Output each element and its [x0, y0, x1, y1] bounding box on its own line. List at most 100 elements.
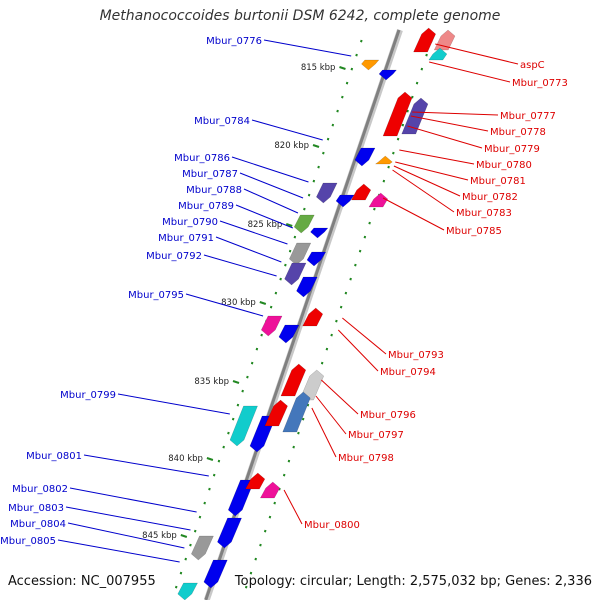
- forward-gene: [229, 405, 258, 447]
- kbp-tick-label: 815 kbp: [301, 63, 336, 73]
- reverse-gene-label: Mbur_0781: [470, 176, 526, 187]
- track-dot: [297, 431, 300, 435]
- track-dot: [236, 403, 240, 407]
- forward-gene-label: Mbur_0790: [162, 217, 218, 228]
- track-dot: [255, 347, 259, 351]
- kbp-tick-label: 820 kbp: [274, 141, 309, 151]
- track-dot: [269, 305, 273, 309]
- forward-gene-label: Mbur_0799: [60, 390, 116, 401]
- track-dot: [227, 431, 230, 435]
- track-dot: [415, 81, 419, 85]
- track-dot: [425, 53, 428, 57]
- track-dot: [179, 571, 183, 575]
- track-dot: [288, 249, 292, 253]
- track-dot: [241, 389, 244, 393]
- reverse-gene-label: Mbur_0798: [338, 453, 394, 464]
- reverse-gene: [413, 27, 436, 53]
- forward-gene: [293, 214, 315, 234]
- track-dot: [203, 501, 206, 505]
- track-dot: [279, 277, 282, 281]
- track-dot: [282, 473, 286, 477]
- track-dot: [198, 515, 202, 519]
- reverse-gene: [282, 391, 311, 433]
- forward-gene: [296, 276, 318, 298]
- track-dot: [336, 109, 339, 113]
- forward-gene-label: Mbur_0784: [194, 116, 250, 127]
- kbp-tick-label: 840 kbp: [168, 454, 203, 464]
- track-dot: [387, 165, 390, 169]
- forward-leader-line: [263, 39, 352, 57]
- reverse-gene: [259, 481, 281, 499]
- topology-text: Topology: circular; Length: 2,575,032 bp…: [234, 574, 592, 589]
- reverse-gene: [428, 47, 448, 61]
- reverse-gene: [382, 91, 413, 137]
- track-dot: [350, 67, 354, 71]
- reverse-leader-line: [429, 61, 511, 83]
- track-dot: [287, 459, 291, 463]
- forward-gene-label: Mbur_0805: [0, 536, 56, 547]
- forward-gene: [306, 251, 327, 267]
- track-dot: [250, 361, 254, 365]
- track-dot: [254, 557, 257, 561]
- track-dot: [335, 319, 338, 323]
- track-dot: [360, 39, 363, 43]
- reverse-gene-label: Mbur_0796: [360, 410, 416, 421]
- track-dot: [303, 207, 306, 211]
- reverse-gene-label: Mbur_0793: [388, 350, 444, 361]
- reverse-leader-line: [410, 115, 489, 132]
- reverse-gene: [264, 399, 288, 427]
- track-dot: [263, 529, 267, 533]
- reverse-leader-line: [393, 165, 461, 197]
- forward-gene: [354, 147, 376, 167]
- kbp-tick-mark: [312, 144, 320, 148]
- reverse-leader-line: [392, 169, 455, 213]
- reverse-leader-line: [412, 111, 499, 116]
- reverse-dot-track: [244, 39, 433, 589]
- reverse-leader-line: [399, 149, 475, 165]
- reverse-leader-line: [342, 317, 387, 355]
- reverse-leader-line: [435, 43, 519, 65]
- reverse-leader-line: [407, 125, 483, 149]
- reverse-gene-label: Mbur_0780: [476, 160, 532, 171]
- reverse-gene-label: Mbur_0778: [490, 127, 546, 138]
- track-dot: [231, 417, 235, 421]
- track-dot: [320, 361, 324, 365]
- forward-gene: [310, 227, 329, 239]
- track-dot: [184, 557, 187, 561]
- forward-gene-label: Mbur_0802: [12, 484, 68, 495]
- track-dot: [274, 291, 278, 295]
- reverse-gene-label: Mbur_0794: [380, 367, 436, 378]
- track-dot: [411, 95, 414, 99]
- forward-gene: [361, 59, 380, 71]
- forward-leader-line: [117, 393, 230, 415]
- forward-gene: [217, 517, 242, 549]
- track-dot: [322, 151, 325, 155]
- forward-gene: [260, 315, 283, 337]
- reverse-gene: [350, 183, 372, 201]
- track-dot: [330, 333, 333, 337]
- forward-gene-label: Mbur_0804: [10, 519, 66, 530]
- kbp-tick-mark: [285, 223, 293, 227]
- track-dot: [326, 137, 330, 141]
- kbp-tick-label: 825 kbp: [248, 220, 283, 230]
- reverse-gene: [401, 97, 429, 135]
- reverse-leader-line: [337, 329, 379, 372]
- reverse-gene-label: Mbur_0782: [462, 192, 518, 203]
- map-title: Methanococcoides burtonii DSM 6242, comp…: [99, 8, 501, 24]
- reverse-gene: [302, 307, 324, 327]
- forward-gene: [316, 182, 338, 204]
- accession-text: Accession: NC_007955: [8, 574, 156, 589]
- forward-gene: [177, 582, 198, 600]
- track-dot: [268, 515, 272, 519]
- reverse-gene-label: aspC: [520, 60, 545, 71]
- forward-leader-line: [57, 539, 180, 563]
- track-dot: [401, 123, 405, 127]
- forward-gene-label: Mbur_0787: [182, 169, 238, 180]
- track-dot: [396, 137, 400, 141]
- forward-gene: [378, 69, 397, 81]
- reverse-gene-label: Mbur_0785: [446, 226, 502, 237]
- forward-leader-line: [67, 522, 185, 549]
- track-dot: [174, 585, 178, 589]
- track-dot: [354, 263, 357, 267]
- forward-leader-line: [69, 487, 197, 513]
